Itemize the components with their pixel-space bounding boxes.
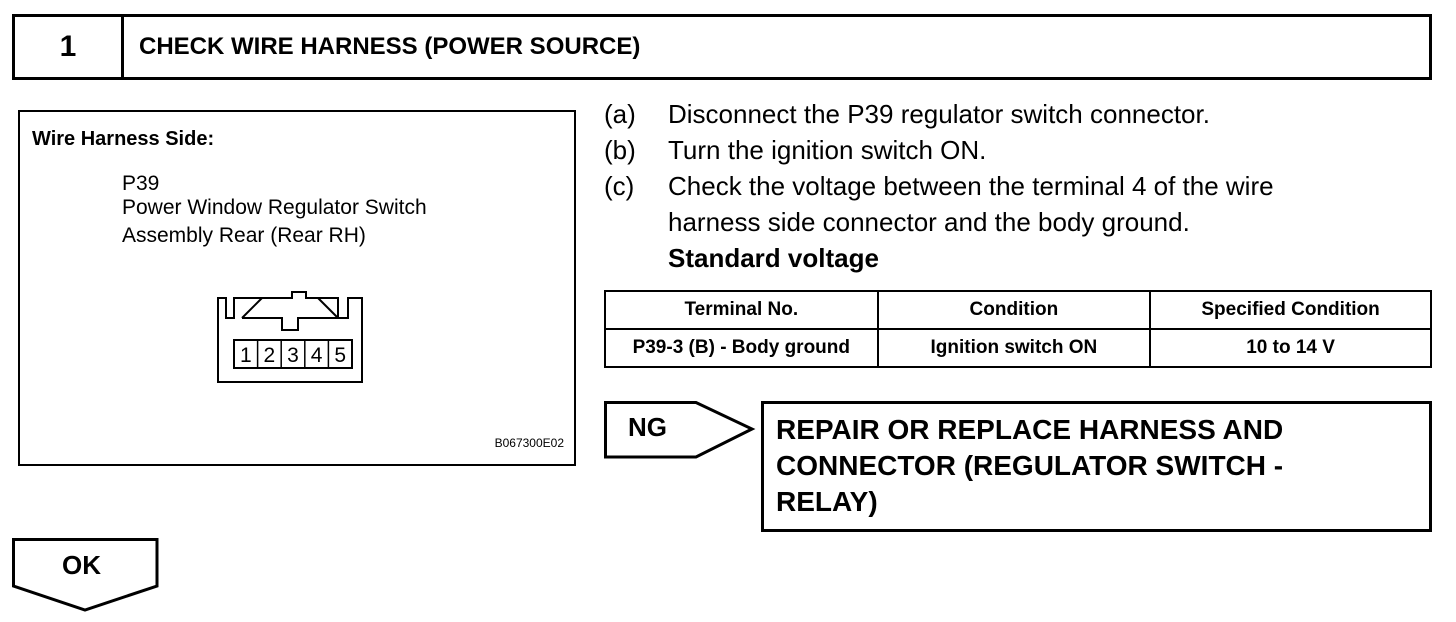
connector-code: P39 — [122, 172, 160, 195]
connector-housing — [217, 291, 363, 383]
pin-number: 5 — [334, 344, 346, 367]
table-cell: P39-3 (B) - Body ground — [604, 328, 879, 368]
step-title: CHECK WIRE HARNESS (POWER SOURCE) — [139, 33, 641, 60]
table-row: P39-3 (B) - Body ground Ignition switch … — [604, 328, 1432, 368]
figure-title: Wire Harness Side: — [32, 128, 215, 150]
ok-arrow-icon — [12, 538, 159, 612]
spec-table: Terminal No. Condition Specified Conditi… — [604, 290, 1432, 368]
instruction-b: (b) Turn the ignition switch ON. — [604, 132, 1274, 168]
instruction-label: (c) — [604, 171, 635, 201]
column-header: Terminal No. — [604, 290, 879, 330]
figure-id: B067300E02 — [494, 436, 564, 450]
table-cell: Ignition switch ON — [876, 328, 1152, 368]
ng-action-line: RELAY) — [776, 486, 878, 517]
step-header: 1 CHECK WIRE HARNESS (POWER SOURCE) — [12, 14, 1432, 80]
column-header: Condition — [876, 290, 1152, 330]
instruction-text: Turn the ignition switch ON. — [668, 135, 987, 165]
ng-action-box: REPAIR OR REPLACE HARNESS AND CONNECTOR … — [761, 401, 1432, 532]
instruction-list: (a) Disconnect the P39 regulator switch … — [604, 96, 1274, 276]
connector-figure: Wire Harness Side: P39 Power Window Regu… — [18, 110, 576, 466]
table-cell: 10 to 14 V — [1149, 328, 1432, 368]
step-number: 1 — [15, 17, 124, 77]
ng-action-line: CONNECTOR (REGULATOR SWITCH - — [776, 450, 1284, 481]
instruction-c-continued: harness side connector and the body grou… — [668, 207, 1190, 237]
instruction-text: Check the voltage between the terminal 4… — [668, 171, 1274, 201]
connector-description: P39 Power Window Regulator Switch Assemb… — [122, 172, 427, 248]
pin-number: 3 — [287, 344, 299, 367]
column-header: Specified Condition — [1149, 290, 1432, 330]
pin-row — [233, 339, 353, 369]
pin-number: 4 — [311, 344, 323, 367]
table-header-row: Terminal No. Condition Specified Conditi… — [604, 290, 1432, 330]
instruction-a: (a) Disconnect the P39 regulator switch … — [604, 96, 1274, 132]
connector-name-line2: Assembly Rear (Rear RH) — [122, 224, 366, 247]
ok-label: OK — [62, 550, 101, 580]
connector-name-line1: Power Window Regulator Switch — [122, 196, 427, 219]
connector-latch — [241, 297, 339, 331]
instruction-label: (b) — [604, 135, 636, 165]
instruction-label: (a) — [604, 99, 636, 129]
ng-label: NG — [628, 412, 667, 442]
pin-number: 2 — [264, 344, 276, 367]
instruction-text: Disconnect the P39 regulator switch conn… — [668, 99, 1210, 129]
instruction-c: (c) Check the voltage between the termin… — [604, 168, 1274, 204]
pin-number: 1 — [240, 344, 252, 367]
standard-heading: Standard voltage — [668, 243, 879, 273]
ng-action-line: REPAIR OR REPLACE HARNESS AND — [776, 414, 1284, 445]
ng-arrow-icon — [604, 401, 756, 459]
